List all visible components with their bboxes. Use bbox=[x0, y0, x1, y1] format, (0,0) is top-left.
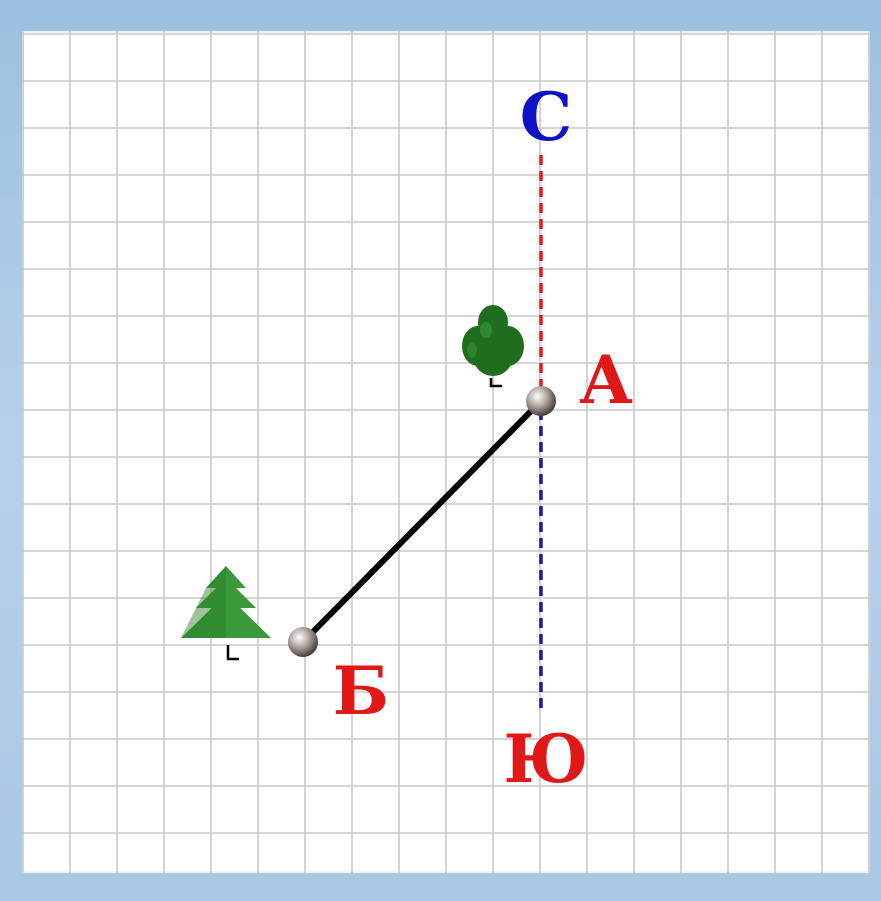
segment-a-b bbox=[300, 398, 544, 645]
deciduous-tree-icon bbox=[462, 305, 524, 388]
point-a-marker bbox=[526, 386, 556, 416]
point-a-label: А bbox=[579, 341, 633, 419]
fir-tree-icon bbox=[181, 566, 271, 661]
point-b-label: Б bbox=[333, 652, 389, 730]
point-b-marker bbox=[288, 627, 318, 657]
north-label: С bbox=[520, 78, 573, 156]
south-label: Ю bbox=[504, 720, 589, 798]
grid-lines bbox=[22, 31, 870, 873]
